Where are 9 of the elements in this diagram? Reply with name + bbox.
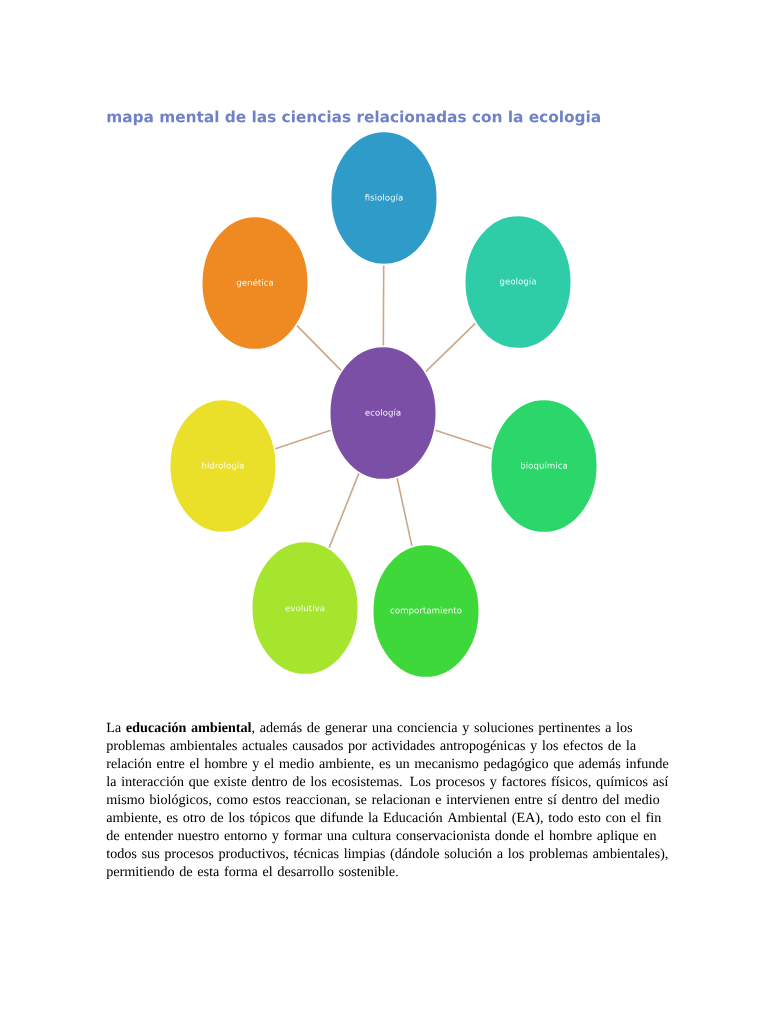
connector-line (396, 477, 413, 547)
connector-line (296, 324, 342, 372)
connector-line (382, 264, 385, 347)
title: mapa mental de las ciencias relacionadas con la ecologia (107, 110, 600, 126)
paragraph: La educación ambiental, además de generar una conciencia y soluciones pertinentes a los problemas ambientales actuales causados por actividades antropogénicas y los efectos de la relación entre el hombre y el medio ambiente, es un mecanismo pedagógico que además infunde la interacción que existe dentro de los ecosistemas. Los procesos y factores físicos, químicos así mismo biológicos, como estos reaccionan, se relacionan e intervienen entre sí dentro del medio ambiente, es otro de los tópicos que difunde la Educación Ambiental (EA), todo esto con el fin de entender nuestro entorno y formar una cultura conservacionista donde el hombre aplique en todos sus procesos productivos, técnicas limpias (dándole solución a los problemas ambientales), permitiendo de esta forma el desarrollo sostenible. (106, 722, 669, 880)
connector-line (434, 429, 493, 450)
connector-line (328, 472, 360, 549)
connector-line (424, 322, 477, 373)
connector-line (274, 429, 332, 450)
